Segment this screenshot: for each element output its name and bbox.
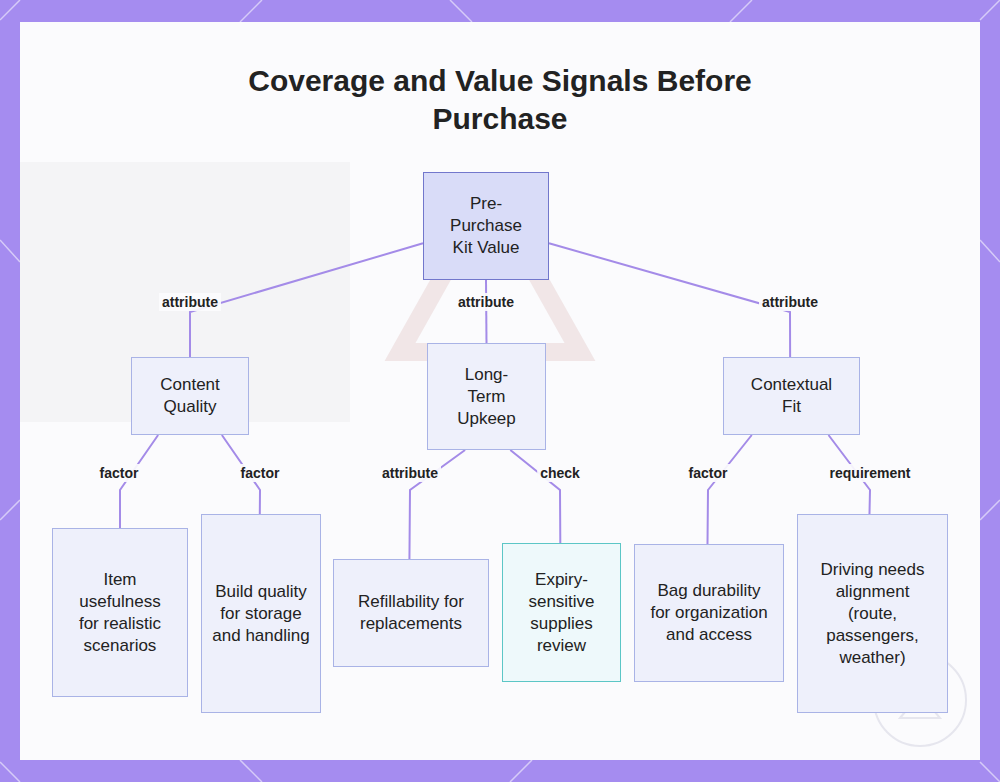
connector-line: [708, 435, 752, 544]
node-text-group: Driving needs alignment (route, passenge…: [820, 559, 925, 669]
diagram-title: Coverage and Value Signals Before Purcha…: [200, 62, 800, 138]
connector-line: [485, 280, 488, 343]
edge-label: check: [537, 464, 583, 482]
edge-label: attribute: [159, 293, 221, 311]
node-text: Item usefulness for realistic scenarios: [75, 569, 165, 657]
concept-box: Build quality for storage and handling: [201, 514, 321, 713]
connector-line: [190, 243, 423, 357]
concept-box: Long-Term Upkeep: [427, 343, 546, 450]
root-box: Pre-Purchase Kit Value: [423, 172, 549, 280]
concept-box: Item usefulness for realistic scenarios: [52, 528, 188, 697]
concept-box: Bag durability for organization and acce…: [634, 544, 784, 682]
node-text-group: Expiry-sensitive supplies review: [515, 569, 608, 657]
edge-label: requirement: [827, 464, 914, 482]
node-text: Content Quality: [150, 374, 230, 418]
node-text: Long-Term Upkeep: [452, 364, 521, 430]
node-text-group: Item usefulness for realistic scenarios: [75, 569, 165, 657]
edge-label: attribute: [759, 293, 821, 311]
node-text: Contextual Fit: [742, 374, 841, 418]
concept-box: Driving needs alignment (route, passenge…: [797, 514, 948, 713]
edge-label: attribute: [455, 293, 517, 311]
node-text-group: Contextual Fit: [742, 374, 841, 418]
edge-label: factor: [238, 464, 283, 482]
node-text: Build quality for storage and handling: [210, 581, 312, 647]
edge-label: factor: [686, 464, 731, 482]
edge-label: factor: [97, 464, 142, 482]
concept-box: Contextual Fit: [723, 357, 860, 435]
node-text-group: Pre-Purchase Kit Value: [446, 193, 526, 259]
concept-box: Refillability for replacements: [333, 559, 489, 667]
edge-label: attribute: [379, 464, 441, 482]
node-text: Refillability for replacements: [354, 591, 468, 635]
node-text: Expiry-sensitive supplies review: [515, 569, 608, 657]
node-text-group: Build quality for storage and handling: [210, 581, 312, 647]
node-text-group: Long-Term Upkeep: [452, 364, 521, 430]
node-text: Bag durability for organization and acce…: [647, 580, 771, 646]
node-text-group: Content Quality: [150, 374, 230, 418]
node-text: Driving needs alignment (route, passenge…: [820, 559, 925, 669]
node-text-group: Refillability for replacements: [354, 591, 468, 635]
connector-line: [549, 243, 790, 357]
concept-box: Content Quality: [131, 357, 249, 435]
node-text: Pre-Purchase Kit Value: [446, 193, 526, 259]
node-text-group: Bag durability for organization and acce…: [647, 580, 771, 646]
concept-box: Expiry-sensitive supplies review: [502, 543, 621, 682]
